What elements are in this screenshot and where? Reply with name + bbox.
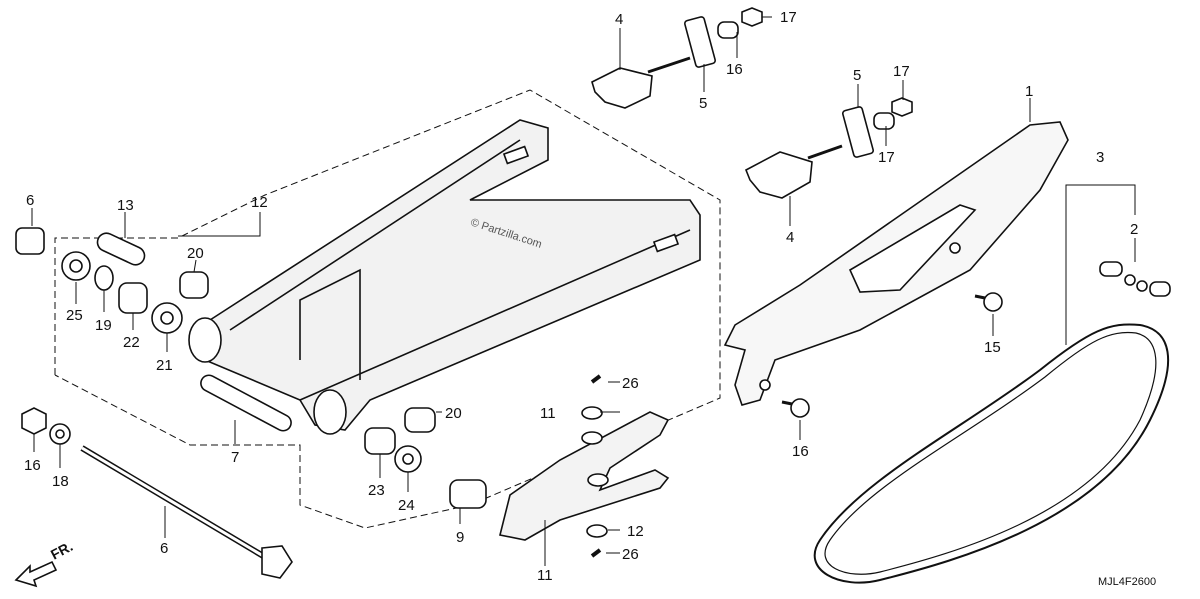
pivot-collar-7[interactable] xyxy=(198,372,294,433)
leader-lines xyxy=(31,16,1136,566)
collar-20-top[interactable] xyxy=(179,271,209,299)
callout-5b: 5 xyxy=(853,67,861,84)
chain-slider-10[interactable] xyxy=(499,411,670,541)
diagram-code: MJL4F2600 xyxy=(1098,576,1156,588)
chain-guard xyxy=(723,121,1069,418)
callout-25: 25 xyxy=(66,307,83,324)
drive-chain-3[interactable] xyxy=(813,323,1170,584)
bolt-14-upper[interactable] xyxy=(983,292,1003,312)
callout-11a: 11 xyxy=(540,405,556,422)
callout-10: 11 xyxy=(537,567,553,584)
collar-13[interactable] xyxy=(95,230,148,267)
callout-1: 1 xyxy=(1025,83,1033,100)
callout-21: 21 xyxy=(156,357,173,374)
callout-26a: 26 xyxy=(622,375,639,392)
callout-16b: 17 xyxy=(878,149,895,166)
collar-9[interactable] xyxy=(449,479,487,509)
left-bearings xyxy=(15,227,209,334)
callout-20b: 20 xyxy=(445,405,462,422)
front-label: FR. xyxy=(48,538,75,563)
screw-26-bottom[interactable] xyxy=(590,548,602,558)
callout-4b: 4 xyxy=(786,229,794,246)
callout-24: 24 xyxy=(398,497,415,514)
callout-11b: 12 xyxy=(627,523,644,540)
master-link-2[interactable] xyxy=(1099,261,1171,297)
callout-19: 19 xyxy=(95,317,112,334)
adjuster-plate-4-top[interactable] xyxy=(591,67,653,109)
nut-17-top[interactable] xyxy=(741,7,763,27)
swingarm-group xyxy=(54,89,721,529)
callout-15: 16 xyxy=(24,457,41,474)
pivot-boss-front xyxy=(188,317,222,363)
callout-23: 23 xyxy=(368,482,385,499)
chain-adjuster-mid xyxy=(744,97,913,199)
callout-9: 9 xyxy=(456,529,464,546)
swingarm-slot-left xyxy=(502,145,530,165)
callout-14a: 15 xyxy=(984,339,1001,356)
nut-17-mid[interactable] xyxy=(891,97,913,117)
slider-5-top[interactable] xyxy=(684,16,716,68)
pivot-boss-rear xyxy=(313,389,347,435)
collar-20-bottom[interactable] xyxy=(404,407,436,433)
chain-adjuster-top xyxy=(591,7,763,109)
callout-6: 6 xyxy=(160,540,168,557)
drive-chain-group xyxy=(813,261,1171,584)
bolt-14-lower[interactable] xyxy=(790,398,810,418)
callout-5a: 5 xyxy=(699,95,707,112)
callouts: 6 13 12 20 25 19 22 21 20 7 16 18 23 24 … xyxy=(24,9,1138,584)
callout-13: 13 xyxy=(117,197,134,214)
callout-26b: 26 xyxy=(622,546,639,563)
callout-8: 6 xyxy=(26,192,34,209)
callout-4a: 4 xyxy=(615,11,623,28)
washer-16-top[interactable] xyxy=(717,21,739,39)
callout-17b: 17 xyxy=(893,63,910,80)
callout-22: 22 xyxy=(123,334,140,351)
circlip-19[interactable] xyxy=(94,265,114,291)
nut-11-top[interactable] xyxy=(581,406,603,420)
chain-slider-group xyxy=(499,374,670,558)
callout-7: 7 xyxy=(231,449,239,466)
callout-3: 3 xyxy=(1096,149,1104,166)
callout-16a: 16 xyxy=(726,61,743,78)
front-direction-arrow: FR. xyxy=(14,538,75,588)
callout-14b: 16 xyxy=(792,443,809,460)
bearing-22[interactable] xyxy=(118,282,148,314)
callout-2: 2 xyxy=(1130,221,1138,238)
screw-26-top[interactable] xyxy=(590,374,602,384)
callout-20a: 20 xyxy=(187,245,204,262)
nut-15[interactable] xyxy=(21,407,47,435)
adjuster-plate-4-mid[interactable] xyxy=(744,151,813,199)
collar-8[interactable] xyxy=(15,227,45,255)
nut-11-bottom[interactable] xyxy=(586,524,608,538)
callout-12: 12 xyxy=(251,194,268,211)
washer-16-mid[interactable] xyxy=(873,112,895,130)
bearing-23[interactable] xyxy=(364,427,396,455)
pivot-bolt-group xyxy=(21,407,293,579)
callout-17a: 17 xyxy=(780,9,797,26)
swingarm[interactable] xyxy=(204,119,701,431)
swingarm-slot-right xyxy=(652,233,680,253)
callout-18: 18 xyxy=(52,473,69,490)
slider-5-mid[interactable] xyxy=(842,106,874,158)
